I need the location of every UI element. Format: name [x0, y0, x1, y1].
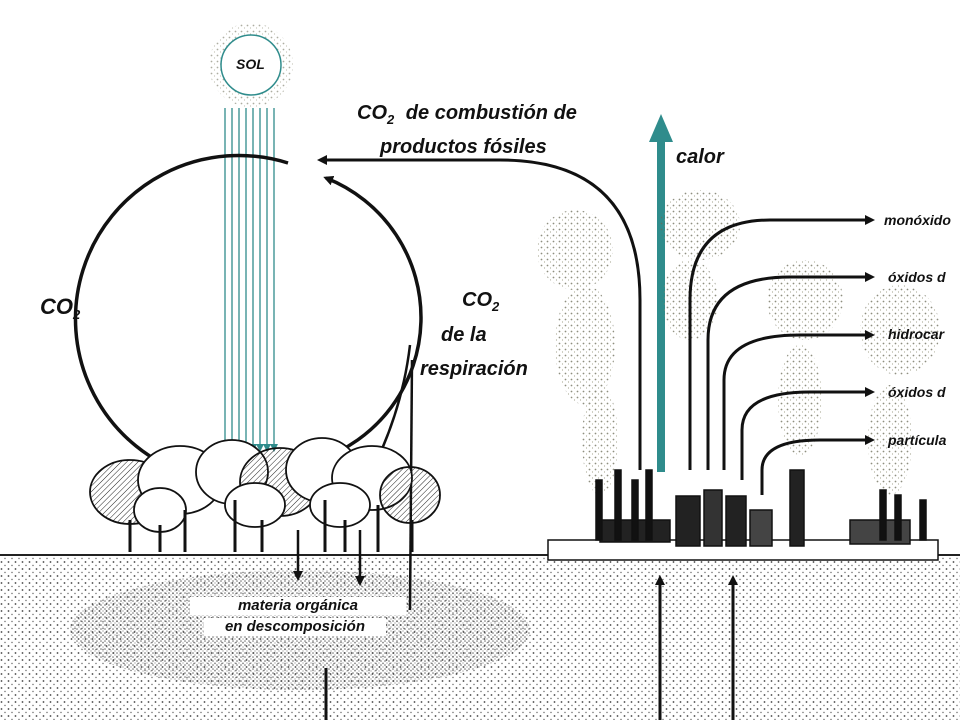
- heat-arrow: [649, 114, 673, 472]
- emission-label-3: hidrocar: [888, 326, 945, 342]
- respiration-label-line1: CO2: [462, 289, 499, 313]
- emission-arrow-4: [740, 387, 875, 480]
- emission-arrows: [688, 215, 875, 495]
- emission-arrow-5: [760, 435, 875, 495]
- emission-arrow-3: [722, 330, 875, 470]
- organic-matter-label-1: materia orgánica: [190, 597, 406, 615]
- fossil-fuel-arrows: [655, 575, 738, 720]
- combustion-label-line1: CO2 de combustión de: [357, 102, 577, 126]
- sun-rays: [221, 108, 278, 452]
- smoke-plumes: [537, 190, 940, 495]
- respiration-label-line3: respiración: [420, 358, 528, 380]
- resp-sub: 2: [492, 299, 500, 314]
- emission-label-2: óxidos d: [888, 269, 946, 285]
- emission-label-5: partícula: [888, 432, 947, 448]
- cycle-loop: [73, 153, 423, 478]
- combustion-label-line2: productos fósiles: [380, 136, 547, 158]
- combustion-co: CO: [357, 102, 387, 124]
- forest: [89, 437, 441, 552]
- resp-co: CO: [462, 289, 492, 311]
- combustion-rest: de combustión de: [405, 102, 577, 124]
- emission-arrow-2: [706, 272, 875, 470]
- sun-label: SOL: [236, 56, 265, 72]
- combustion-arrow: [317, 155, 642, 470]
- respiration-label-line2: de la: [441, 324, 487, 346]
- emission-label-1: monóxido: [884, 212, 951, 228]
- sun-icon: [209, 23, 293, 107]
- co2-left-sub: 2: [73, 307, 81, 322]
- organic-matter-label-2: en descomposición: [204, 618, 386, 636]
- factory: [547, 469, 939, 561]
- decay-arrows: [293, 530, 365, 586]
- emission-arrow-1: [688, 215, 875, 470]
- heat-label: calor: [676, 146, 724, 168]
- combustion-sub: 2: [387, 112, 395, 127]
- emission-label-4: óxidos d: [888, 384, 946, 400]
- co2-left-label: CO2: [40, 294, 80, 322]
- co2-left-main: CO: [40, 294, 73, 319]
